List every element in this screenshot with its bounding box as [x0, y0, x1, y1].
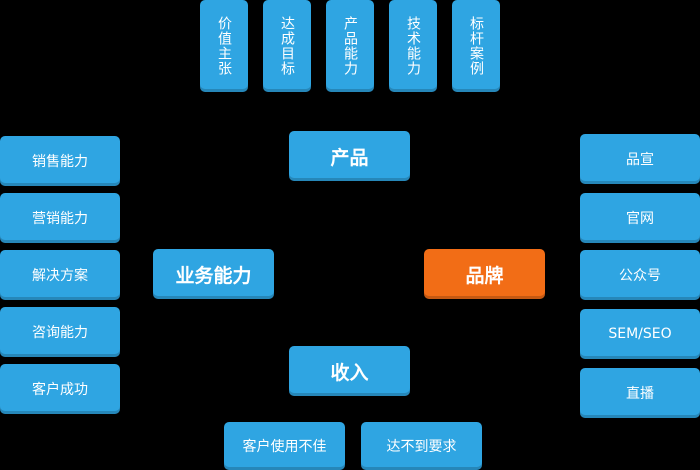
business-capability-node: 业务能力: [153, 249, 274, 299]
left-box-marketing: 营销能力: [0, 193, 120, 243]
top-box-goals: 达成目标: [263, 0, 311, 92]
left-box-sales: 销售能力: [0, 136, 120, 186]
right-box-brand-promo: 品宣: [580, 134, 700, 184]
right-box-sem-seo: SEM/SEO: [580, 309, 700, 359]
left-box-consulting: 咨询能力: [0, 307, 120, 357]
left-box-solutions: 解决方案: [0, 250, 120, 300]
top-box-tech-capability: 技术能力: [389, 0, 437, 92]
bottom-box-poor-usage: 客户使用不佳: [224, 422, 345, 470]
product-node: 产品: [289, 131, 410, 181]
top-box-benchmark-cases: 标杆案例: [452, 0, 500, 92]
brand-node: 品牌: [424, 249, 545, 299]
right-box-live-stream: 直播: [580, 368, 700, 418]
left-box-customer-success: 客户成功: [0, 364, 120, 414]
bottom-box-unmet-requirements: 达不到要求: [361, 422, 482, 470]
right-box-official-account: 公众号: [580, 250, 700, 300]
top-box-product-capability: 产品能力: [326, 0, 374, 92]
right-box-website: 官网: [580, 193, 700, 243]
top-box-value-proposition: 价值主张: [200, 0, 248, 92]
income-node: 收入: [289, 346, 410, 396]
